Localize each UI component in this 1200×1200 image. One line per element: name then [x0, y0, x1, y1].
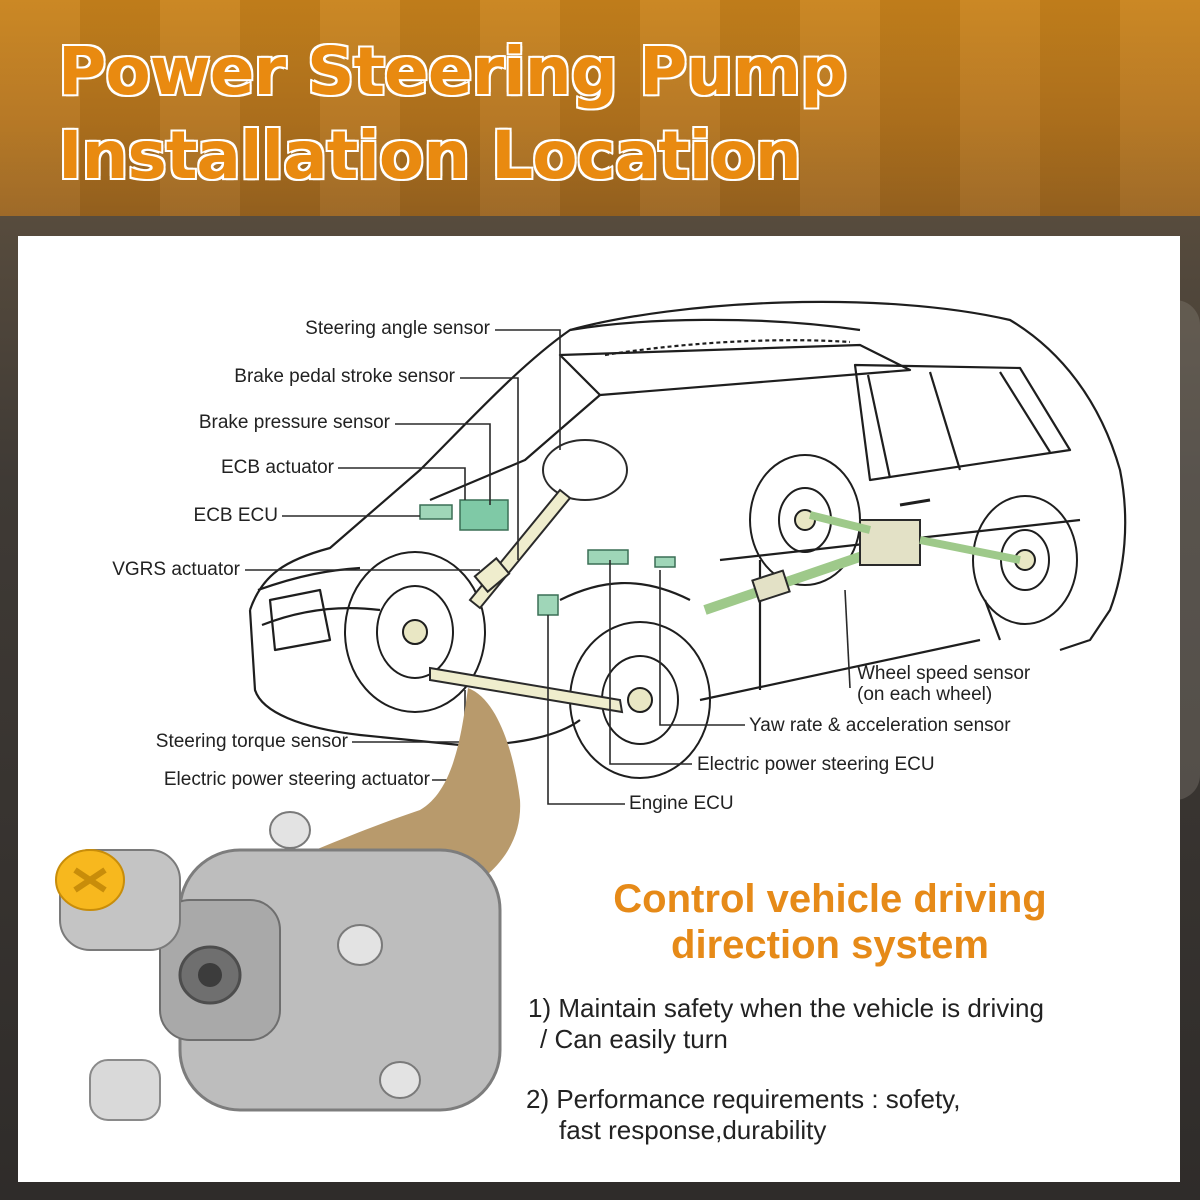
label-wheel-speed-sensor: Wheel speed sensor — [857, 663, 1031, 684]
point-1-line1: 1) Maintain safety when the vehicle is d… — [528, 993, 1044, 1023]
info-heading-line2: direction system — [671, 923, 989, 967]
engine-ecu-box — [537, 594, 559, 616]
leader-lines — [245, 329, 851, 805]
steering-wheel-icon — [542, 439, 628, 501]
label-brake-pedal-stroke-sensor: Brake pedal stroke sensor — [234, 366, 455, 387]
rear-right-wheel — [972, 495, 1078, 625]
front-left-wheel — [344, 551, 486, 713]
label-steering-torque-sensor: Steering torque sensor — [155, 731, 348, 752]
yaw-sensor-box — [654, 556, 676, 568]
header-texture — [0, 0, 1200, 216]
label-vgrs-actuator: VGRS actuator — [112, 559, 240, 580]
pump-shaft — [89, 1059, 161, 1121]
label-steering-angle-sensor: Steering angle sensor — [305, 318, 490, 339]
point-2-line2: fast response,durability — [559, 1115, 827, 1145]
label-wheel-speed-sensor-note: (on each wheel) — [857, 684, 993, 705]
info-heading-line1: Control vehicle driving — [613, 877, 1047, 921]
ecb-actuator-box — [459, 499, 509, 531]
power-steering-pump — [55, 811, 502, 1121]
label-brake-pressure-sensor: Brake pressure sensor — [198, 412, 390, 433]
info-heading: Control vehicle driving direction system — [560, 876, 1100, 968]
label-ecb-ecu: ECB ECU — [193, 505, 278, 526]
page-title: Power Steering Pump Installation Locatio… — [57, 32, 849, 196]
drivetrain — [703, 511, 1021, 615]
eps-ecu-box — [587, 549, 629, 565]
steering-system — [429, 439, 628, 714]
label-ecb-actuator: ECB actuator — [221, 457, 334, 478]
ecb-ecu-box — [419, 504, 453, 520]
point-2-line1: 2) Performance requirements : sofety, — [526, 1084, 961, 1114]
point-1-line2: / Can easily turn — [540, 1024, 728, 1054]
ecu-modules — [419, 499, 676, 616]
label-engine-ecu: Engine ECU — [629, 793, 734, 814]
label-yaw-rate-sensor: Yaw rate & acceleration sensor — [749, 715, 1011, 736]
label-eps-actuator: Electric power steering actuator — [163, 769, 430, 790]
header-banner: Power Steering Pump Installation Locatio… — [0, 0, 1200, 216]
label-eps-ecu: Electric power steering ECU — [697, 754, 935, 775]
